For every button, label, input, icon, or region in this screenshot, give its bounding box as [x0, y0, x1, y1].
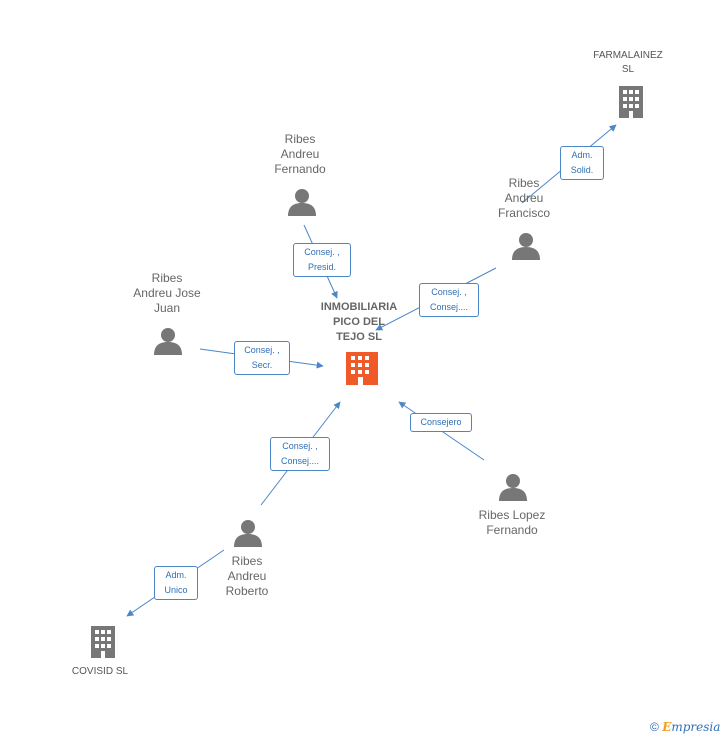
- main-company-label[interactable]: INMOBILIARIA PICO DEL TEJO SL: [320, 301, 398, 343]
- copyright-symbol: ©: [650, 720, 659, 734]
- edge-label-francisco-farmalainez[interactable]: Adm. Solid.: [560, 146, 604, 180]
- person-icon-ribes-lopez-fernando[interactable]: [499, 474, 527, 501]
- farmalainez-label[interactable]: FARMALAINEZ SL: [593, 50, 663, 75]
- empresia-logo: Empresia: [662, 720, 721, 734]
- edge-label-lopez-main[interactable]: Consejero: [410, 413, 472, 432]
- person-icon-ribes-andreu-roberto[interactable]: [234, 520, 262, 547]
- ribes-andreu-francisco-label[interactable]: Ribes Andreu Francisco: [497, 176, 550, 220]
- edge-label-fernando-main[interactable]: Consej. , Presid.: [293, 243, 351, 277]
- covisid-building-icon[interactable]: [91, 626, 115, 658]
- person-icon-ribes-andreu-fernando[interactable]: [288, 189, 316, 216]
- empresia-watermark: © Empresia: [650, 720, 720, 734]
- edge-label-francisco-main[interactable]: Consej. , Consej....: [419, 283, 479, 317]
- edge-label-roberto-main[interactable]: Consej. , Consej....: [270, 437, 330, 471]
- ribes-andreu-roberto-label[interactable]: Ribes Andreu Roberto: [225, 554, 269, 598]
- edge-label-jose-juan-main[interactable]: Consej. , Secr.: [234, 341, 290, 375]
- main-company-building-icon[interactable]: [346, 352, 378, 385]
- ribes-andreu-jose-juan-label[interactable]: Ribes Andreu Jose Juan: [133, 271, 201, 315]
- person-icon-ribes-andreu-francisco[interactable]: [512, 233, 540, 260]
- covisid-label[interactable]: COVISID SL: [71, 666, 129, 677]
- ribes-lopez-fernando-label[interactable]: Ribes Lopez Fernando: [478, 508, 546, 537]
- farmalainez-building-icon[interactable]: [619, 86, 643, 118]
- person-icon-ribes-andreu-jose-juan[interactable]: [154, 328, 182, 355]
- ribes-andreu-fernando-label[interactable]: Ribes Andreu Fernando: [274, 132, 326, 176]
- edge-label-roberto-covisid[interactable]: Adm. Unico: [154, 566, 198, 600]
